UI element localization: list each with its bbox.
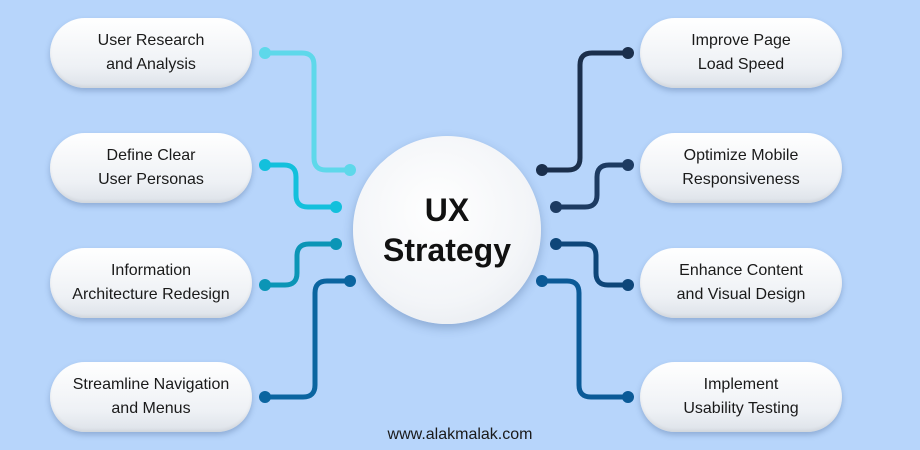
connector-right-4-dot-inner: [536, 275, 548, 287]
item-line-1: Improve Page: [691, 32, 791, 49]
connector-left-1-dot-inner: [344, 164, 356, 176]
connector-right-2: [553, 162, 631, 210]
item-content-visual-design: Enhance Content and Visual Design: [640, 248, 842, 318]
item-line-1: Enhance Content: [679, 262, 803, 279]
center-title-line-1: UX: [424, 192, 470, 228]
connector-right-2-dot-outer: [622, 159, 634, 171]
connector-right-1-dot-inner: [536, 164, 548, 176]
item-line-2: User Personas: [98, 171, 204, 188]
connector-right-3: [553, 241, 631, 288]
footer-url: www.alakmalak.com: [387, 426, 533, 443]
item-usability-testing: Implement Usability Testing: [640, 362, 842, 432]
item-line-2: and Menus: [111, 400, 191, 417]
connector-right-4: [539, 278, 631, 400]
connector-right-4-dot-outer: [622, 391, 634, 403]
center-hub: UX Strategy: [353, 136, 541, 324]
item-user-research: User Research and Analysis: [50, 18, 252, 88]
connector-left-3-dot-inner: [330, 238, 342, 250]
item-line-2: Architecture Redesign: [72, 286, 230, 303]
item-page-load-speed: Improve Page Load Speed: [640, 18, 842, 88]
connector-left-3-dot-outer: [259, 279, 271, 291]
connector-right-1-dot-outer: [622, 47, 634, 59]
connector-left-1-dot-outer: [259, 47, 271, 59]
item-line-2: and Visual Design: [676, 286, 806, 303]
connector-left-2-dot-inner: [330, 201, 342, 213]
connector-right-2-dot-inner: [550, 201, 562, 213]
item-line-1: Optimize Mobile: [683, 147, 799, 164]
connector-left-4-dot-outer: [259, 391, 271, 403]
item-line-2: Responsiveness: [682, 171, 800, 188]
item-line-1: Information: [110, 262, 192, 279]
connector-left-4-dot-inner: [344, 275, 356, 287]
item-mobile-responsiveness: Optimize Mobile Responsiveness: [640, 133, 842, 203]
item-line-2: Load Speed: [697, 56, 785, 73]
item-define-personas: Define Clear User Personas: [50, 133, 252, 203]
connector-right-1: [539, 50, 631, 173]
connector-left-3: [262, 241, 339, 288]
center-title-line-2: Strategy: [382, 232, 512, 268]
connector-left-2: [262, 162, 339, 210]
connector-right-3-dot-outer: [622, 279, 634, 291]
item-information-architecture: Information Architecture Redesign: [50, 248, 252, 318]
item-line-1: Streamline Navigation: [72, 376, 230, 393]
item-line-1: User Research: [97, 32, 205, 49]
connector-left-4: [262, 278, 353, 400]
item-line-1: Implement: [703, 376, 779, 393]
item-line-2: and Analysis: [106, 56, 196, 73]
connector-left-2-dot-outer: [259, 159, 271, 171]
item-line-2: Usability Testing: [683, 400, 799, 417]
item-line-1: Define Clear: [106, 147, 196, 164]
connector-left-1: [262, 50, 353, 173]
item-streamline-navigation: Streamline Navigation and Menus: [50, 362, 252, 432]
connector-right-3-dot-inner: [550, 238, 562, 250]
